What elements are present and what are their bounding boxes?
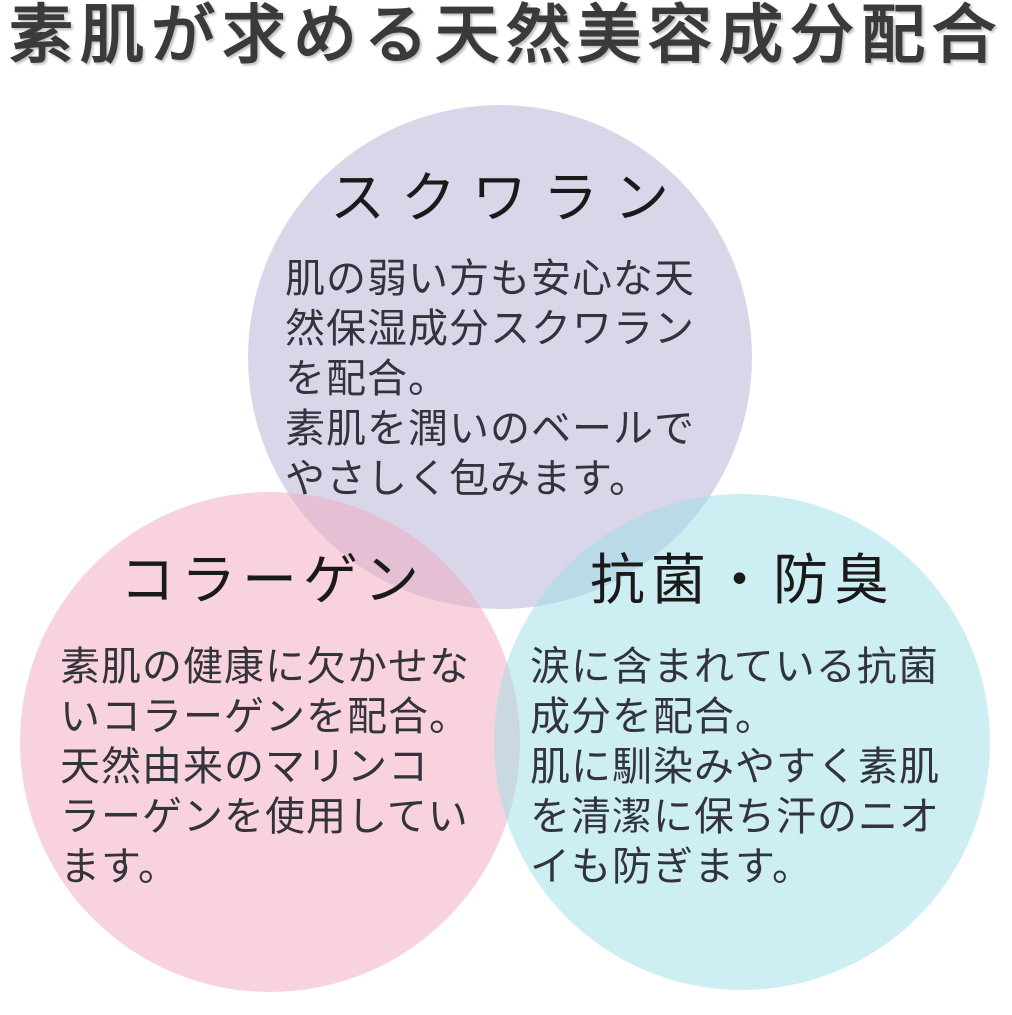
antibacterial-heading: 抗菌・防臭	[589, 548, 895, 612]
squalane-text-block: スクワラン 肌の弱い方も安心な天 然保湿成分スクワラン を配合。 素肌を潤いのベ…	[285, 168, 730, 504]
antibacterial-circle	[494, 494, 990, 990]
collagen-description: 素肌の健康に欠かせな いコラーゲンを配合。 天然由来のマリンコ ラーゲンを使用し…	[60, 644, 470, 890]
collagen-heading: コラーゲン	[119, 548, 425, 612]
antibacterial-text-block: 抗菌・防臭 涙に含まれている抗菌 成分を配合。 肌に馴染みやすく素肌 を清潔に保…	[530, 550, 955, 892]
squalane-description: 肌の弱い方も安心な天 然保湿成分スクワラン を配合。 素肌を潤いのベールで やさ…	[285, 256, 695, 502]
antibacterial-description: 涙に含まれている抗菌 成分を配合。 肌に馴染みやすく素肌 を清潔に保ち汗のニオ …	[530, 644, 940, 890]
collagen-circle	[20, 492, 520, 992]
squalane-heading: スクワラン	[329, 166, 685, 230]
collagen-text-block: コラーゲン 素肌の健康に欠かせな いコラーゲンを配合。 天然由来のマリンコ ラー…	[60, 550, 485, 892]
page-title: 素肌が求める天然美容成分配合	[9, 0, 1003, 73]
